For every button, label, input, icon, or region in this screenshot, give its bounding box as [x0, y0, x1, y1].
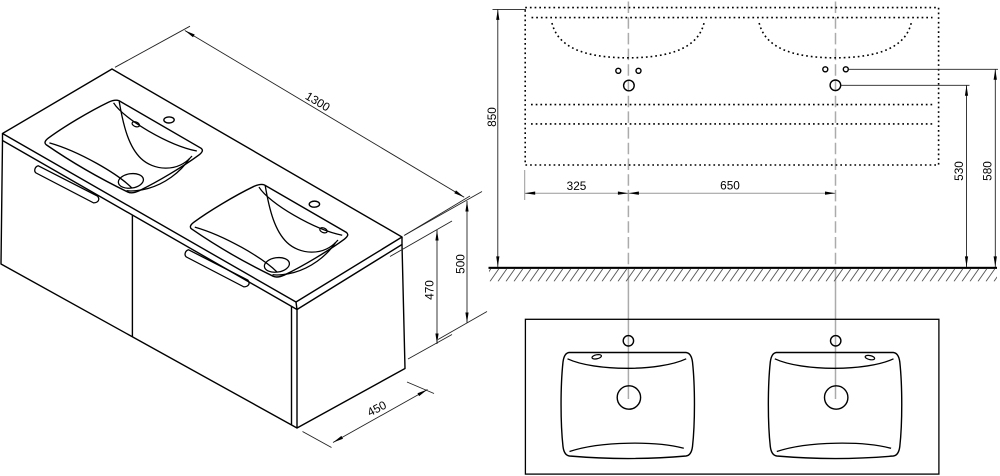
svg-text:470: 470: [423, 280, 437, 300]
svg-text:325: 325: [567, 179, 587, 193]
svg-text:850: 850: [485, 107, 499, 127]
svg-text:530: 530: [952, 161, 966, 181]
svg-text:500: 500: [453, 254, 467, 274]
svg-text:580: 580: [980, 161, 994, 181]
svg-text:650: 650: [720, 178, 740, 192]
